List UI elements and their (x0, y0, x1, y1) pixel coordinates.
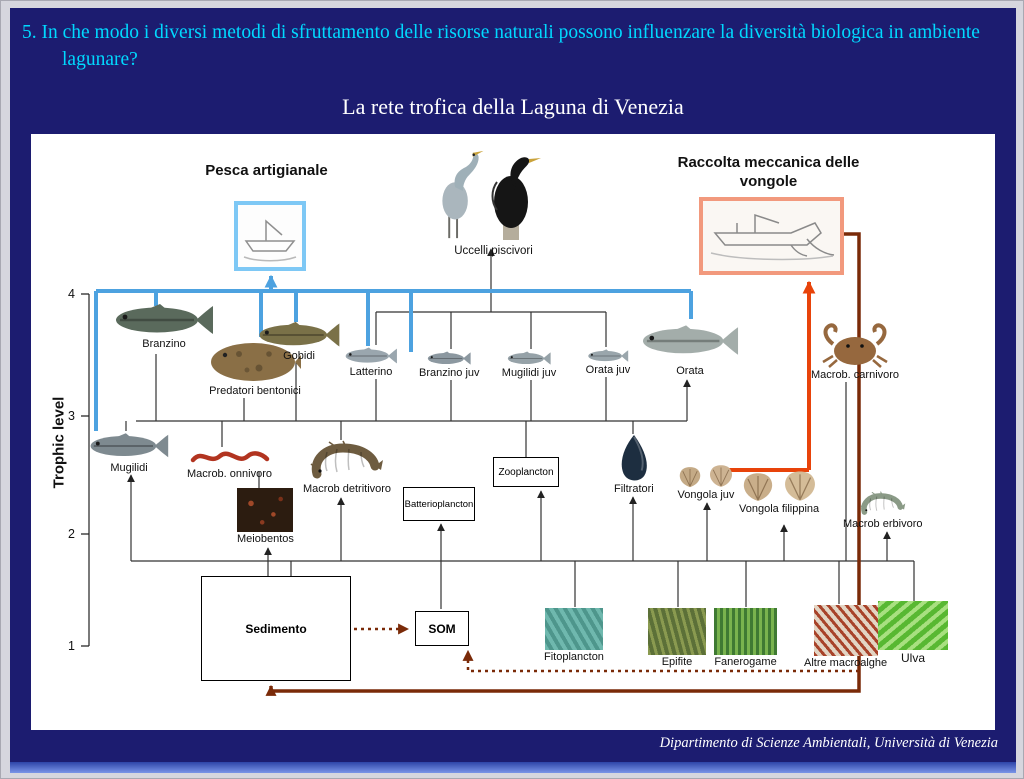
som-box: SOM (415, 611, 469, 646)
node-mugilidi-juv: Mugilidi juv (497, 351, 561, 379)
branzino-juv-fish-icon (427, 351, 472, 366)
node-altre-macroalghe: Altre macroalghe (804, 605, 887, 669)
sedimento-label: Sedimento (245, 621, 307, 636)
sedimento-box: Sedimento (201, 576, 351, 681)
zooplancton-box: Zooplancton (493, 457, 559, 487)
node-vongola-juv: Vongola juv (677, 464, 735, 501)
herbivore-shrimp-icon (852, 491, 914, 517)
vongola-juv-label: Vongola juv (677, 489, 735, 501)
small-clam-icon (709, 464, 733, 488)
node-filtratori: Filtratori (614, 434, 654, 495)
predatori-bentonici-label: Predatori bentonici (209, 385, 301, 397)
raccolta-meccanica-box (699, 197, 844, 275)
meiobentos-photo (237, 488, 294, 532)
node-orata: Orata (641, 318, 739, 377)
epifite-photo (648, 608, 706, 655)
label-uccelli-piscivori: Uccelli piscivori (454, 245, 533, 257)
fitoplancton-photo (544, 608, 603, 650)
trophic-level-axis-label: Trophic level (50, 396, 68, 489)
heron-icon (441, 149, 485, 240)
latterino-label: Latterino (349, 366, 393, 378)
foodweb-panel: Trophic level 4 3 2 1 Pesca artigianale … (31, 134, 995, 730)
zooplancton-label: Zooplancton (498, 466, 554, 478)
clam-dredge-sketch-icon (710, 214, 835, 261)
macrob-carnivoro-label: Macrob. carnivoro (811, 369, 900, 381)
macrob-erbivoro-label: Macrob erbivoro (843, 518, 923, 530)
node-meiobentos: Meiobentos (237, 488, 294, 545)
orata-juv-label: Orata juv (585, 364, 631, 376)
node-fitoplancton: Fitoplancton (544, 608, 604, 663)
orata-juv-fish-icon (587, 349, 629, 363)
batterioplancton-box: Batterioplancton (403, 487, 475, 521)
black-foodweb-lines (125, 248, 915, 609)
header-pesca-artigianale: Pesca artigianale (205, 162, 328, 179)
gobidi-label: Gobidi (283, 350, 315, 362)
slide-question: 5. In che modo i diversi metodi di sfrut… (22, 22, 980, 70)
node-gobidi: Gobidi (253, 321, 345, 362)
mugilidi-juv-label: Mugilidi juv (501, 367, 557, 379)
polychaete-worm-icon (190, 447, 270, 467)
node-predatori-bentonici: Predatori bentonici (209, 340, 301, 397)
fishing-boat-sketch-icon (243, 220, 297, 262)
epifite-label: Epifite (661, 656, 693, 668)
small-clam-icon (679, 466, 701, 488)
node-macrob-erbivoro: Macrob erbivoro (843, 491, 922, 530)
node-vongola-filippina: Vongola filippina (739, 470, 819, 515)
node-mugilidi: Mugilidi (89, 431, 169, 474)
node-macrob-carnivoro: Macrob. carnivoro (811, 322, 899, 381)
node-ulva: Ulva (878, 601, 948, 665)
fitoplancton-label: Fitoplancton (544, 651, 604, 663)
orata-label: Orata (676, 365, 704, 377)
node-fanerogame: Fanerogame (714, 608, 777, 668)
tick-level-2: 2 (68, 527, 75, 541)
pesca-artigianale-box (234, 201, 306, 271)
mugilidi-label: Mugilidi (110, 462, 148, 474)
altre-macroalghe-label: Altre macroalghe (804, 657, 888, 669)
presentation-slide: 5. In che modo i diversi metodi di sfrut… (10, 8, 1016, 773)
crab-icon (821, 323, 890, 368)
filtratori-label: Filtratori (614, 483, 654, 495)
fanerogame-label: Fanerogame (714, 656, 777, 668)
macrob-detritivoro-label: Macrob detritivoro (303, 483, 392, 495)
mugilidi-juv-fish-icon (507, 351, 552, 366)
mussel-icon (620, 434, 648, 482)
altre-macroalghe-photo (813, 605, 878, 656)
clam-icon (783, 470, 816, 502)
ulva-label: Ulva (900, 651, 925, 665)
slide-title: La rete trofica della Laguna di Venezia (342, 94, 684, 119)
batterioplancton-label: Batterioplancton (404, 498, 474, 510)
branzino-fish-icon (114, 303, 214, 336)
node-macrob-onnivoro: Macrob. onnivoro (187, 447, 272, 480)
cormorant-icon (491, 156, 542, 241)
trophic-axis-bracket (81, 293, 90, 647)
bottom-accent-strip (10, 762, 1016, 773)
ulva-photo (878, 601, 948, 650)
node-branzino-juv: Branzino juv (419, 351, 480, 379)
node-branzino: Branzino (114, 303, 214, 350)
node-macrob-detritivoro: Macrob detritivoro (303, 440, 391, 495)
header-raccolta-meccanica: Raccolta meccanica delle vongole (677, 154, 860, 190)
clam-icon (742, 472, 773, 502)
tick-level-4: 4 (68, 287, 75, 301)
branzino-label: Branzino (142, 338, 186, 350)
orata-fish-icon (641, 323, 739, 357)
tick-level-1: 1 (68, 639, 75, 653)
latterino-fish-icon (344, 347, 398, 365)
goby-fish-icon (258, 321, 341, 348)
vongola-filippina-label: Vongola filippina (739, 503, 820, 515)
node-epifite: Epifite (648, 608, 706, 668)
macrob-onnivoro-label: Macrob. onnivoro (187, 468, 272, 480)
node-latterino: Latterino (331, 347, 411, 378)
mugilidi-fish-icon (89, 432, 169, 459)
node-orata-juv: Orata juv (581, 349, 635, 376)
slide-footer: Dipartimento di Scienze Ambientali, Univ… (659, 735, 998, 751)
som-label: SOM (428, 621, 456, 636)
detritivore-shrimp-icon (309, 440, 385, 482)
branzino-juv-label: Branzino juv (419, 367, 480, 379)
fanerogame-photo (714, 608, 777, 655)
tick-level-3: 3 (68, 409, 75, 423)
meiobentos-label: Meiobentos (237, 533, 294, 545)
